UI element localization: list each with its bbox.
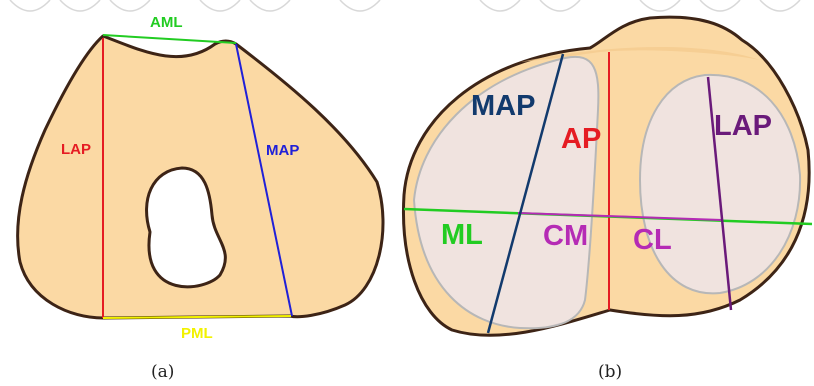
tibial-tuberosity-shade xyxy=(520,47,760,62)
cm-label: CM xyxy=(543,220,588,252)
map-label-b: MAP xyxy=(471,90,535,122)
panel-a: AML LAP MAP PML (a) xyxy=(16,14,385,382)
lap-label-b: LAP xyxy=(714,110,772,142)
caption-b: (b) xyxy=(598,362,622,382)
aml-label: AML xyxy=(150,14,183,31)
aml-line xyxy=(102,34,237,44)
ml-label: ML xyxy=(441,219,483,251)
ap-label: AP xyxy=(561,123,601,155)
map-line-a xyxy=(235,43,293,317)
medial-compartment xyxy=(412,55,600,330)
map-label-a: MAP xyxy=(266,142,299,159)
cl-label: CL xyxy=(633,224,672,256)
lateral-compartment xyxy=(638,73,802,295)
panel-b: MAP AP LAP ML CM CL (b) xyxy=(401,15,813,382)
pml-line xyxy=(102,315,292,319)
background-watermark-arcs xyxy=(9,0,801,12)
lap-line-b xyxy=(706,76,733,311)
map-line-b xyxy=(486,53,565,334)
femur-outline xyxy=(16,34,385,320)
pml-label: PML xyxy=(181,325,213,342)
lap-label: LAP xyxy=(61,141,91,158)
caption-a: (a) xyxy=(151,362,174,382)
cm-cl-line xyxy=(517,212,723,221)
